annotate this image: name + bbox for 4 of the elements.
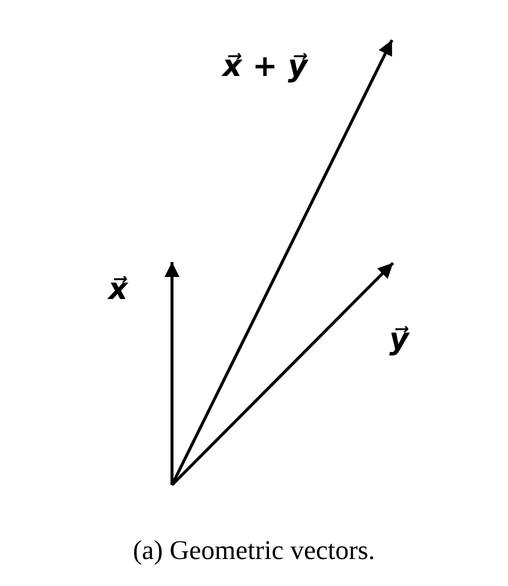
vector-label: y⃗ xyxy=(389,322,409,358)
vector-label: x⃗ xyxy=(108,272,128,308)
vector-label: x⃗ + y⃗ xyxy=(222,49,308,85)
caption: (a) Geometric vectors. xyxy=(132,535,376,566)
